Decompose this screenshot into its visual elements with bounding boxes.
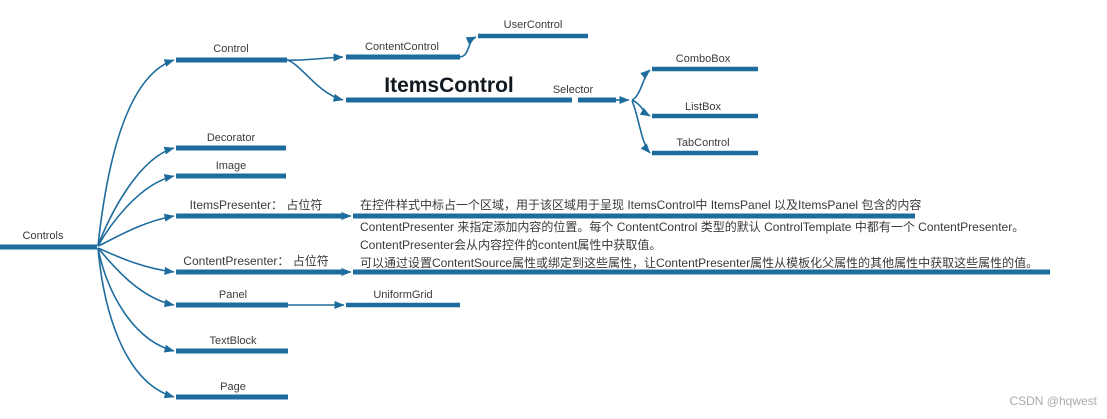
edge-controls-page (97, 247, 175, 399)
node-label-itemspresenter[interactable]: ItemsPresenter： 占位符 (189, 198, 323, 212)
node-label-contentpresenter-note[interactable]: ContentPresenter 来指定添加内容的位置。每个 ContentCo… (360, 218, 1038, 272)
edge-controls-image (97, 174, 175, 247)
node-label-contentpresenter[interactable]: ContentPresenter： 占位符 (183, 254, 329, 268)
node-label-decorator[interactable]: Decorator (206, 132, 256, 144)
edge-controls-control (97, 59, 175, 247)
edge-controls-panel (97, 247, 175, 308)
node-label-combobox[interactable]: ComboBox (675, 53, 731, 65)
edge-selector-tabcontrol (631, 100, 651, 154)
node-label-controls[interactable]: Controls (22, 230, 64, 242)
node-label-contentcontrol[interactable]: ContentControl (365, 41, 439, 53)
edge-controls-contentpresenter (97, 247, 175, 275)
edge-contentcontrol-usercontrol (459, 36, 477, 58)
edge-control-contentcontrol (286, 53, 344, 62)
node-label-listbox[interactable]: ListBox (684, 101, 722, 113)
edge-control-itemscontrol (286, 59, 344, 102)
contentpresenter-note-line3: 可以通过设置ContentSource属性或绑定到这些属性，让ContentPr… (360, 256, 1039, 270)
node-label-control[interactable]: Control (213, 43, 249, 55)
node-label-itemscontrol[interactable]: ItemsControl (384, 74, 514, 97)
node-label-itemspresenter-note[interactable]: 在控件样式中标占一个区域，用于该区域用于呈现 ItemsControl中 Ite… (360, 198, 922, 212)
contentpresenter-note-line2: ContentPresenter会从内容控件的content属性中获取值。 (360, 238, 662, 252)
node-label-selector[interactable]: Selector (552, 84, 594, 96)
node-label-panel[interactable]: Panel (218, 289, 248, 301)
node-label-tabcontrol[interactable]: TabControl (676, 137, 730, 149)
contentpresenter-note-line1: ContentPresenter 来指定添加内容的位置。每个 ContentCo… (360, 220, 1025, 234)
node-label-image[interactable]: Image (215, 160, 247, 172)
edge-controls-itemspresenter (97, 213, 175, 247)
node-label-uniformgrid[interactable]: UniformGrid (373, 289, 433, 301)
node-label-usercontrol[interactable]: UserControl (503, 19, 563, 31)
node-label-page[interactable]: Page (220, 381, 246, 393)
node-label-textblock[interactable]: TextBlock (209, 335, 257, 347)
edge-selector-combobox (631, 69, 651, 101)
edge-selector-listbox (631, 99, 651, 117)
watermark-text: CSDN @hqwest (1009, 394, 1097, 408)
edge-controls-textblock (97, 247, 175, 353)
edge-controls-decorator (97, 146, 175, 247)
